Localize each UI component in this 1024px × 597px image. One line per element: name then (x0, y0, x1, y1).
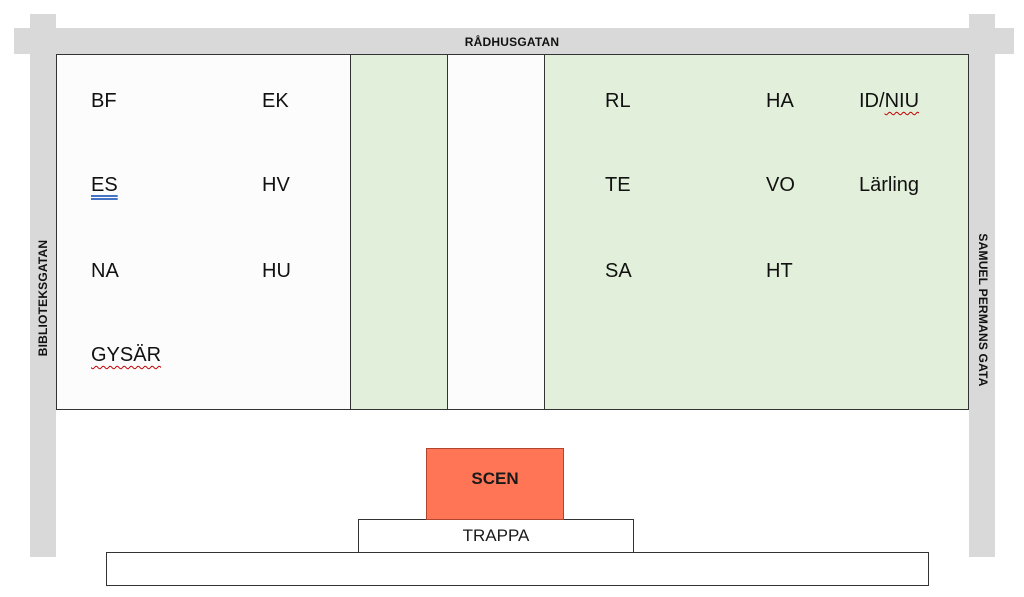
program-na: NA (91, 260, 119, 282)
program-id-niu: ID/NIU (859, 90, 919, 113)
street-biblioteksgatan (30, 14, 56, 557)
street-label-top: RÅDHUSGATAN (464, 35, 560, 49)
program-id-niu-id: ID/NIU (859, 90, 920, 112)
stage-stairs-label: TRAPPA (462, 526, 530, 545)
program-larling: Lärling (859, 174, 920, 196)
program-te: TE (605, 174, 631, 196)
program-sa: SA (605, 260, 632, 282)
street-label-right: SAMUEL PERMANS GATA (976, 233, 990, 387)
program-ek: EK (262, 90, 289, 112)
program-hv: HV (262, 174, 290, 196)
program-es: ES (91, 174, 118, 196)
program-hu: HU (262, 260, 291, 282)
area-block-green-middle (350, 54, 448, 410)
stage-scen: SCEN (426, 448, 564, 520)
program-vo: VO (766, 174, 795, 196)
program-bf: BF (91, 90, 117, 112)
program-gysar: GYSÄR (91, 344, 162, 366)
program-ha: HA (766, 90, 794, 112)
street-samuel-permans-gata (969, 14, 995, 557)
program-rl: RL (605, 90, 631, 112)
stage-scen-label: SCEN (471, 469, 519, 488)
program-ht: HT (766, 260, 793, 282)
area-block-right (544, 54, 969, 410)
area-block-white-middle (447, 54, 545, 410)
stage-stairs: TRAPPA (358, 519, 634, 553)
street-label-left: BIBLIOTEKSGATAN (36, 239, 50, 357)
stage-platform (106, 552, 929, 586)
street-radhusgatan (14, 28, 1014, 54)
